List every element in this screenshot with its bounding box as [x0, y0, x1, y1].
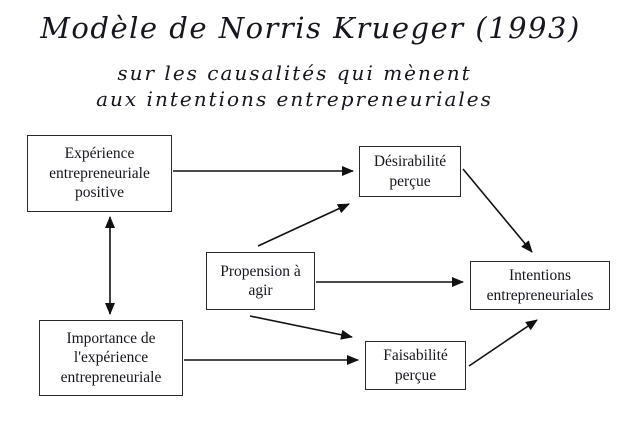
arrow-propension-to-faisabilite	[249, 315, 353, 340]
node-intentions-entrepreneuriales-label: Intentions entrepreneuriales	[486, 267, 594, 304]
node-importance-experience: Importance de l'expérience entrepreneuri…	[39, 320, 183, 396]
node-importance-experience-label: Importance de l'expérience entrepreneuri…	[60, 329, 162, 386]
node-propension-a-agir-label: Propension à agir	[220, 262, 301, 300]
arrow-propension-to-desirabilite	[257, 203, 350, 247]
node-experience-positive-label: Expérience entrepreneuriale positive	[49, 145, 150, 202]
node-experience-positive: Expérience entrepreneuriale positive	[27, 135, 172, 212]
node-faisabilite-percue-label: Faisabilité perçue	[383, 347, 448, 384]
node-propension-a-agir: Propension à agir	[206, 252, 315, 310]
diagram-subtitle: sur les causalités qui mènent aux intent…	[96, 61, 493, 111]
arrow-faisabilite-to-intentions	[468, 319, 538, 367]
node-desirabilite-percue: Désirabilité perçue	[359, 146, 461, 197]
node-desirabilite-percue-label: Désirabilité perçue	[373, 153, 447, 190]
node-intentions-entrepreneuriales: Intentions entrepreneuriales	[470, 261, 610, 310]
arrow-desirabilite-to-intentions	[462, 168, 533, 253]
node-faisabilite-percue: Faisabilité perçue	[365, 341, 466, 390]
diagram-title: Modèle de Norris Krueger (1993)	[40, 11, 581, 45]
